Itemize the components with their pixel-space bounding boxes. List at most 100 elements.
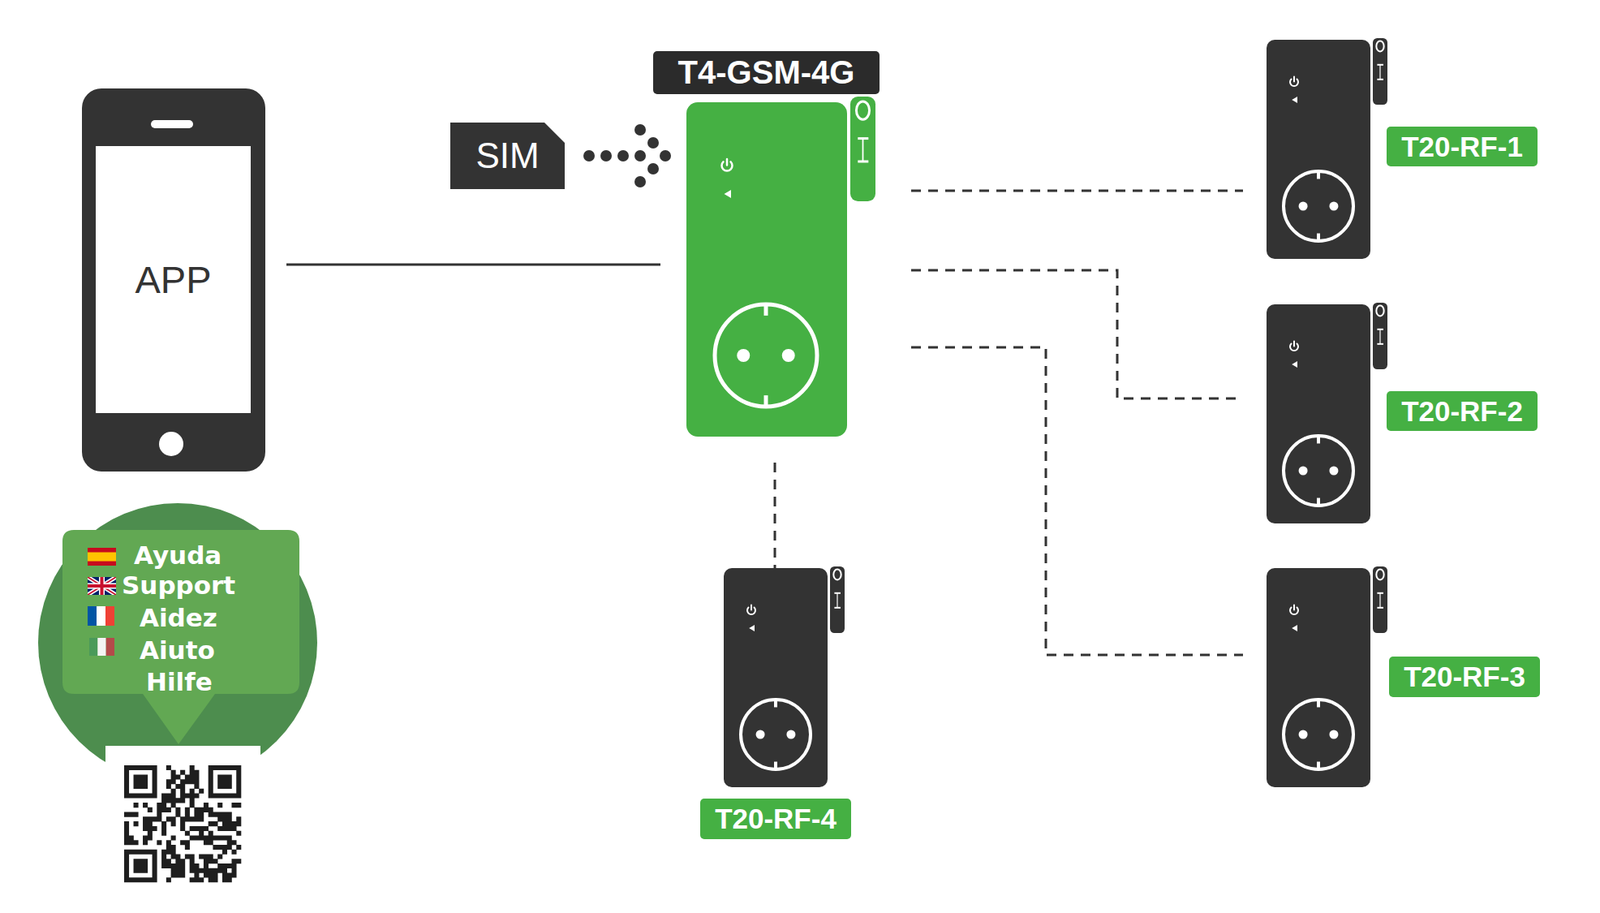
arrow-dot: [647, 163, 659, 175]
device-label: T20-RF-3: [1389, 656, 1540, 697]
antenna-tip: [833, 568, 841, 580]
help-circle: [38, 503, 318, 783]
arrow-dot: [634, 176, 646, 188]
socket-ground: [774, 699, 778, 707]
dashed-link: [911, 190, 1244, 192]
socket-ring: [1283, 435, 1354, 506]
power-icon: [1290, 341, 1299, 352]
antenna-body: [850, 96, 876, 202]
dot: [634, 150, 646, 162]
app-label: APP: [95, 146, 251, 413]
socket-pin: [756, 730, 766, 740]
speaker-icon: [724, 189, 732, 198]
rf-shape: [1266, 39, 1390, 259]
socket-ring: [740, 699, 811, 770]
connector-line: [911, 270, 1244, 399]
socket-pin: [1329, 466, 1338, 476]
solid-link: [286, 264, 661, 266]
sim-card-node: SIM: [450, 122, 565, 190]
speaker-icon: [1291, 361, 1298, 368]
antenna-body: [1372, 566, 1388, 633]
power-icon: [722, 159, 733, 172]
device-label: T4-GSM-4G: [653, 51, 880, 95]
antenna-mark: [836, 593, 838, 608]
dot: [617, 150, 629, 162]
connector-line: [911, 347, 1244, 655]
speaker-icon: [1291, 96, 1298, 104]
socket-pin: [1329, 730, 1338, 740]
phone-speaker: [150, 120, 194, 129]
device-label: T20-RF-4: [700, 798, 852, 839]
socket-ground: [1316, 699, 1321, 707]
hub-body: [686, 102, 848, 437]
socket-ring: [1283, 171, 1354, 241]
connector-line: [286, 263, 661, 267]
rf-shape: [1266, 304, 1390, 524]
plug-body: [1266, 567, 1371, 788]
socket-pin: [1329, 202, 1338, 211]
dotted-arrow: [583, 124, 671, 188]
socket-pin: [1298, 202, 1308, 211]
help-text: Ayuda: [133, 538, 222, 572]
help-text: Aidez: [139, 601, 218, 634]
antenna-body: [1372, 38, 1388, 105]
phone-screen: [95, 146, 251, 413]
socket-ground: [1316, 233, 1321, 241]
socket-pin: [1298, 730, 1308, 740]
antenna-mark: [1379, 593, 1381, 608]
power-icon: [747, 605, 756, 616]
hub-shape: [686, 102, 880, 437]
connector-line: [774, 462, 777, 568]
plug-body: [1266, 304, 1371, 524]
gsm-hub-device: T4-GSM-4G: [686, 102, 880, 437]
socket-pin: [786, 730, 796, 740]
rf-shape: [1266, 567, 1390, 788]
dot: [600, 150, 612, 162]
socket-ground: [1316, 171, 1321, 179]
antenna-mark: [1379, 329, 1381, 345]
socket-ground: [1316, 435, 1321, 444]
rf-plug-device: T20-RF-4: [723, 567, 848, 788]
speech-bubble: [62, 529, 300, 745]
connector-line: [911, 189, 1244, 193]
antenna-mark: [1379, 64, 1381, 80]
qr-backing: [105, 745, 261, 913]
rf-plug-device: T20-RF-2: [1266, 304, 1390, 524]
power-icon: [1290, 77, 1299, 87]
socket-pin: [1298, 466, 1308, 476]
help-bubble: AyudaSupportAidezAiutoHilfe: [62, 529, 300, 694]
phone-app: APP: [81, 88, 266, 472]
sim-label: SIM: [450, 122, 565, 190]
antenna-mark: [862, 138, 865, 162]
plug-body: [1266, 39, 1371, 259]
arrow-dot: [659, 150, 671, 162]
socket-ground: [1316, 498, 1321, 506]
dashed-link: [911, 270, 1244, 399]
help-text: Aiuto: [139, 633, 216, 667]
sim-card: [450, 122, 565, 190]
speaker-icon: [748, 624, 755, 632]
dot: [583, 150, 595, 162]
socket-ground: [1316, 761, 1321, 770]
plug-body: [723, 567, 828, 788]
antenna-tip: [855, 101, 869, 120]
rf-plug-device: T20-RF-1: [1266, 39, 1390, 259]
antenna-tip: [1376, 305, 1384, 316]
device-label: T20-RF-2: [1386, 391, 1538, 431]
socket-ground: [764, 304, 769, 316]
antenna-body: [1372, 302, 1388, 370]
phone-button: [159, 431, 184, 456]
socket-ring: [714, 304, 818, 407]
socket-ring: [1283, 699, 1354, 770]
antenna-tip: [1376, 40, 1384, 52]
socket-ground: [764, 395, 769, 407]
arrow-dot: [634, 124, 646, 136]
antenna-body: [830, 566, 845, 633]
qr-code: [124, 765, 241, 882]
phone-body: [81, 88, 266, 472]
socket-ground: [774, 761, 778, 770]
rf-plug-device: T20-RF-3: [1266, 567, 1390, 788]
socket-pin: [782, 348, 796, 362]
arrow-dot: [647, 137, 659, 149]
